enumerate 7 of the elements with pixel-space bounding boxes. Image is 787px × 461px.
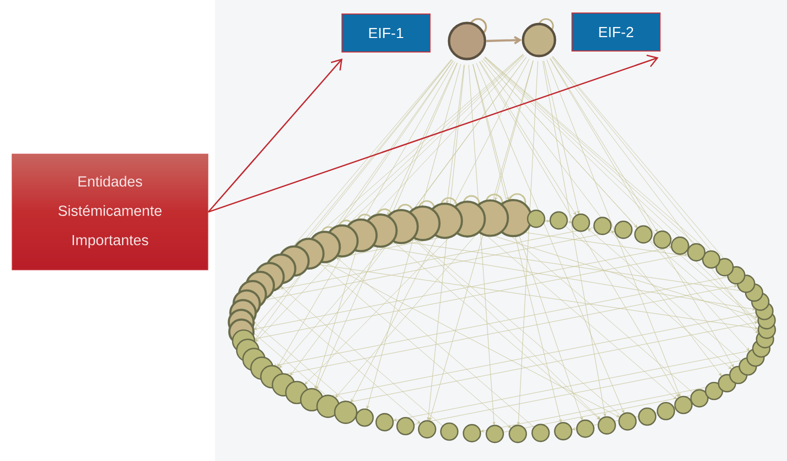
network-node bbox=[448, 22, 486, 60]
label-box: EIF-1 bbox=[341, 13, 431, 53]
label-box: EIF-2 bbox=[571, 12, 661, 52]
arrow bbox=[208, 54, 659, 213]
arrow bbox=[486, 36, 522, 44]
arrow bbox=[208, 58, 342, 212]
entity-box: Entidades Sistémicamente Importantes bbox=[12, 154, 208, 270]
